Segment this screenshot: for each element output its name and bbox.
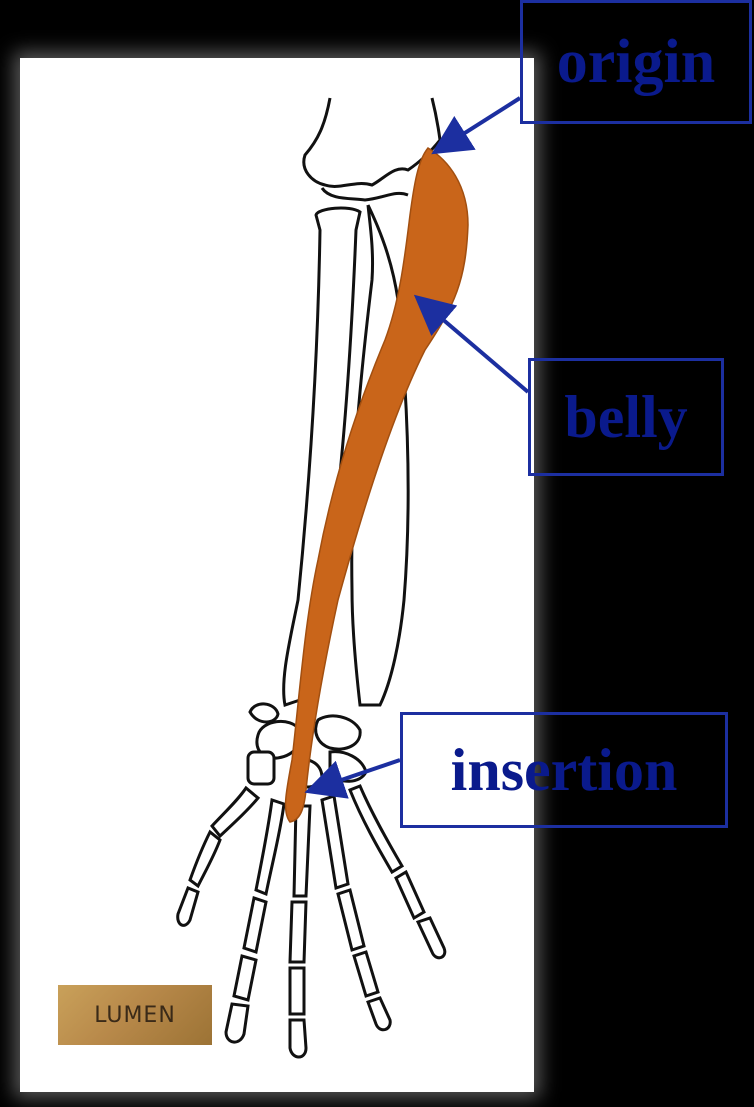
origin-label: origin bbox=[520, 0, 752, 124]
belly-label: belly bbox=[528, 358, 724, 476]
belly-arrow bbox=[420, 300, 528, 392]
origin-arrow bbox=[438, 98, 520, 150]
lumen-logo: LUMEN bbox=[58, 985, 212, 1045]
insertion-label: insertion bbox=[400, 712, 728, 828]
